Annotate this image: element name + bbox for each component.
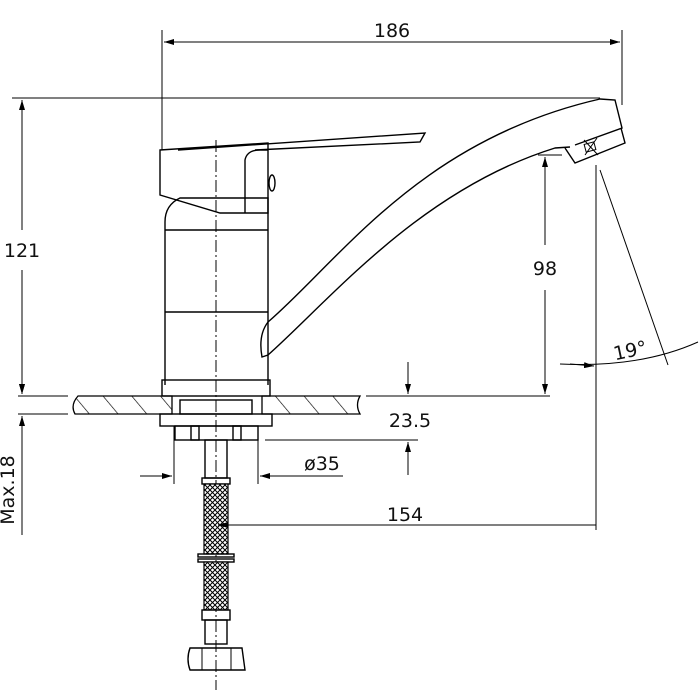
dimension-angle-label: 19° [611,337,649,366]
spout [260,98,626,358]
dimension-base-height [265,362,418,475]
dimension-counter-thickness-label: Max.18 [0,455,19,525]
dimension-width-label: 186 [374,20,410,42]
countertop [18,395,550,415]
dimension-diameter-label: ø35 [304,453,340,475]
dimension-clearance [538,154,562,394]
supply-hose [187,439,246,671]
dimension-diameter [140,426,343,484]
dimension-height [12,97,600,394]
dimension-width [161,30,623,150]
dimension-height-label: 121 [4,240,40,262]
dimension-base-height-label: 23.5 [389,410,431,432]
dimension-reach-label: 154 [387,504,423,526]
dimension-angle [559,165,699,530]
dimension-clearance-label: 98 [533,258,557,280]
lever-handle [159,132,427,214]
